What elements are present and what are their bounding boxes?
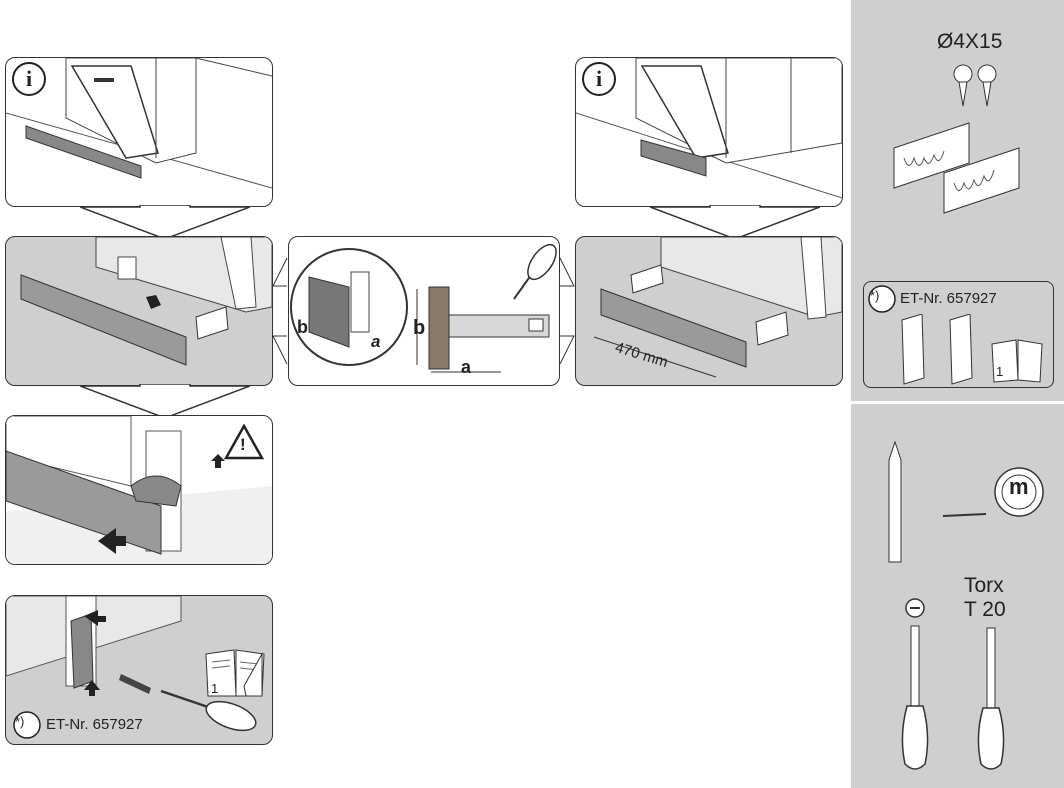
step-panel-dimensions: b a b a — [288, 236, 560, 386]
manual-booklet-icon — [205, 649, 265, 697]
step-panel-side-cover: 1 *) ET-Nr. 657927 — [5, 595, 273, 745]
step-panel-info-right: i — [575, 57, 843, 207]
tape-measure-letter: m — [1009, 474, 1029, 499]
booklet-page-number: 1 — [996, 364, 1004, 379]
bracket-right-icon — [559, 257, 575, 365]
kitchen-illustration-right — [576, 58, 842, 199]
dimension-a-label: a — [461, 357, 472, 377]
kitchen-illustration-left — [6, 58, 272, 189]
part-label-prefix: *) — [15, 714, 25, 729]
warning-mark: ! — [240, 435, 246, 454]
mounting-bracket-icon — [893, 122, 1020, 214]
plinth-attach-illustration — [20, 237, 272, 366]
pencil-icon — [888, 440, 902, 563]
tape-measure-icon — [942, 467, 1044, 517]
step-panel-info-left: i — [5, 57, 273, 207]
side-cover-illustration — [6, 596, 257, 732]
asterisk-badge-icon — [13, 711, 41, 739]
step-panel-warning: ! — [5, 415, 273, 565]
parts-tools-sidebar: Ø4X15 *) ET-Nr. 657927 1 m Torx — [851, 0, 1064, 788]
arrow-down-icon — [80, 384, 250, 419]
torx-screwdriver-icon — [977, 627, 1005, 770]
flat-screwdriver-icon — [901, 598, 929, 770]
booklet-page-number: 1 — [211, 681, 219, 696]
sidebar-divider — [851, 401, 1064, 404]
side-cover-parts-icon — [901, 314, 1043, 385]
dimension-b-label: b — [297, 317, 308, 337]
warning-icon — [224, 424, 264, 460]
arrow-down-icon — [80, 205, 250, 240]
screw-icon — [953, 64, 997, 107]
spare-part-box: *) ET-Nr. 657927 1 — [863, 281, 1054, 388]
part-number-label: ET-Nr. 657927 — [46, 716, 143, 733]
part-number-label: ET-Nr. 657927 — [900, 290, 997, 307]
torx-label: Torx — [964, 574, 1004, 597]
torx-size-label: T 20 — [964, 598, 1006, 621]
bracket-left-icon — [272, 257, 288, 365]
info-icon: i — [12, 62, 46, 96]
arrow-down-icon — [650, 205, 820, 240]
screw-spec-label: Ø4X15 — [937, 30, 1003, 53]
info-icon: i — [582, 62, 616, 96]
bracket-distance-illustration — [593, 237, 842, 378]
part-label-prefix: *) — [870, 288, 880, 303]
dimension-b-label: b — [413, 317, 426, 339]
step-panel-plinth-attach — [5, 236, 273, 386]
step-panel-bracket-distance: 470 mm — [575, 236, 843, 386]
plinth-push-illustration — [6, 416, 272, 564]
dimension-illustration — [290, 243, 557, 373]
asterisk-badge-icon — [868, 285, 896, 313]
dimension-a-label: a — [371, 332, 381, 351]
